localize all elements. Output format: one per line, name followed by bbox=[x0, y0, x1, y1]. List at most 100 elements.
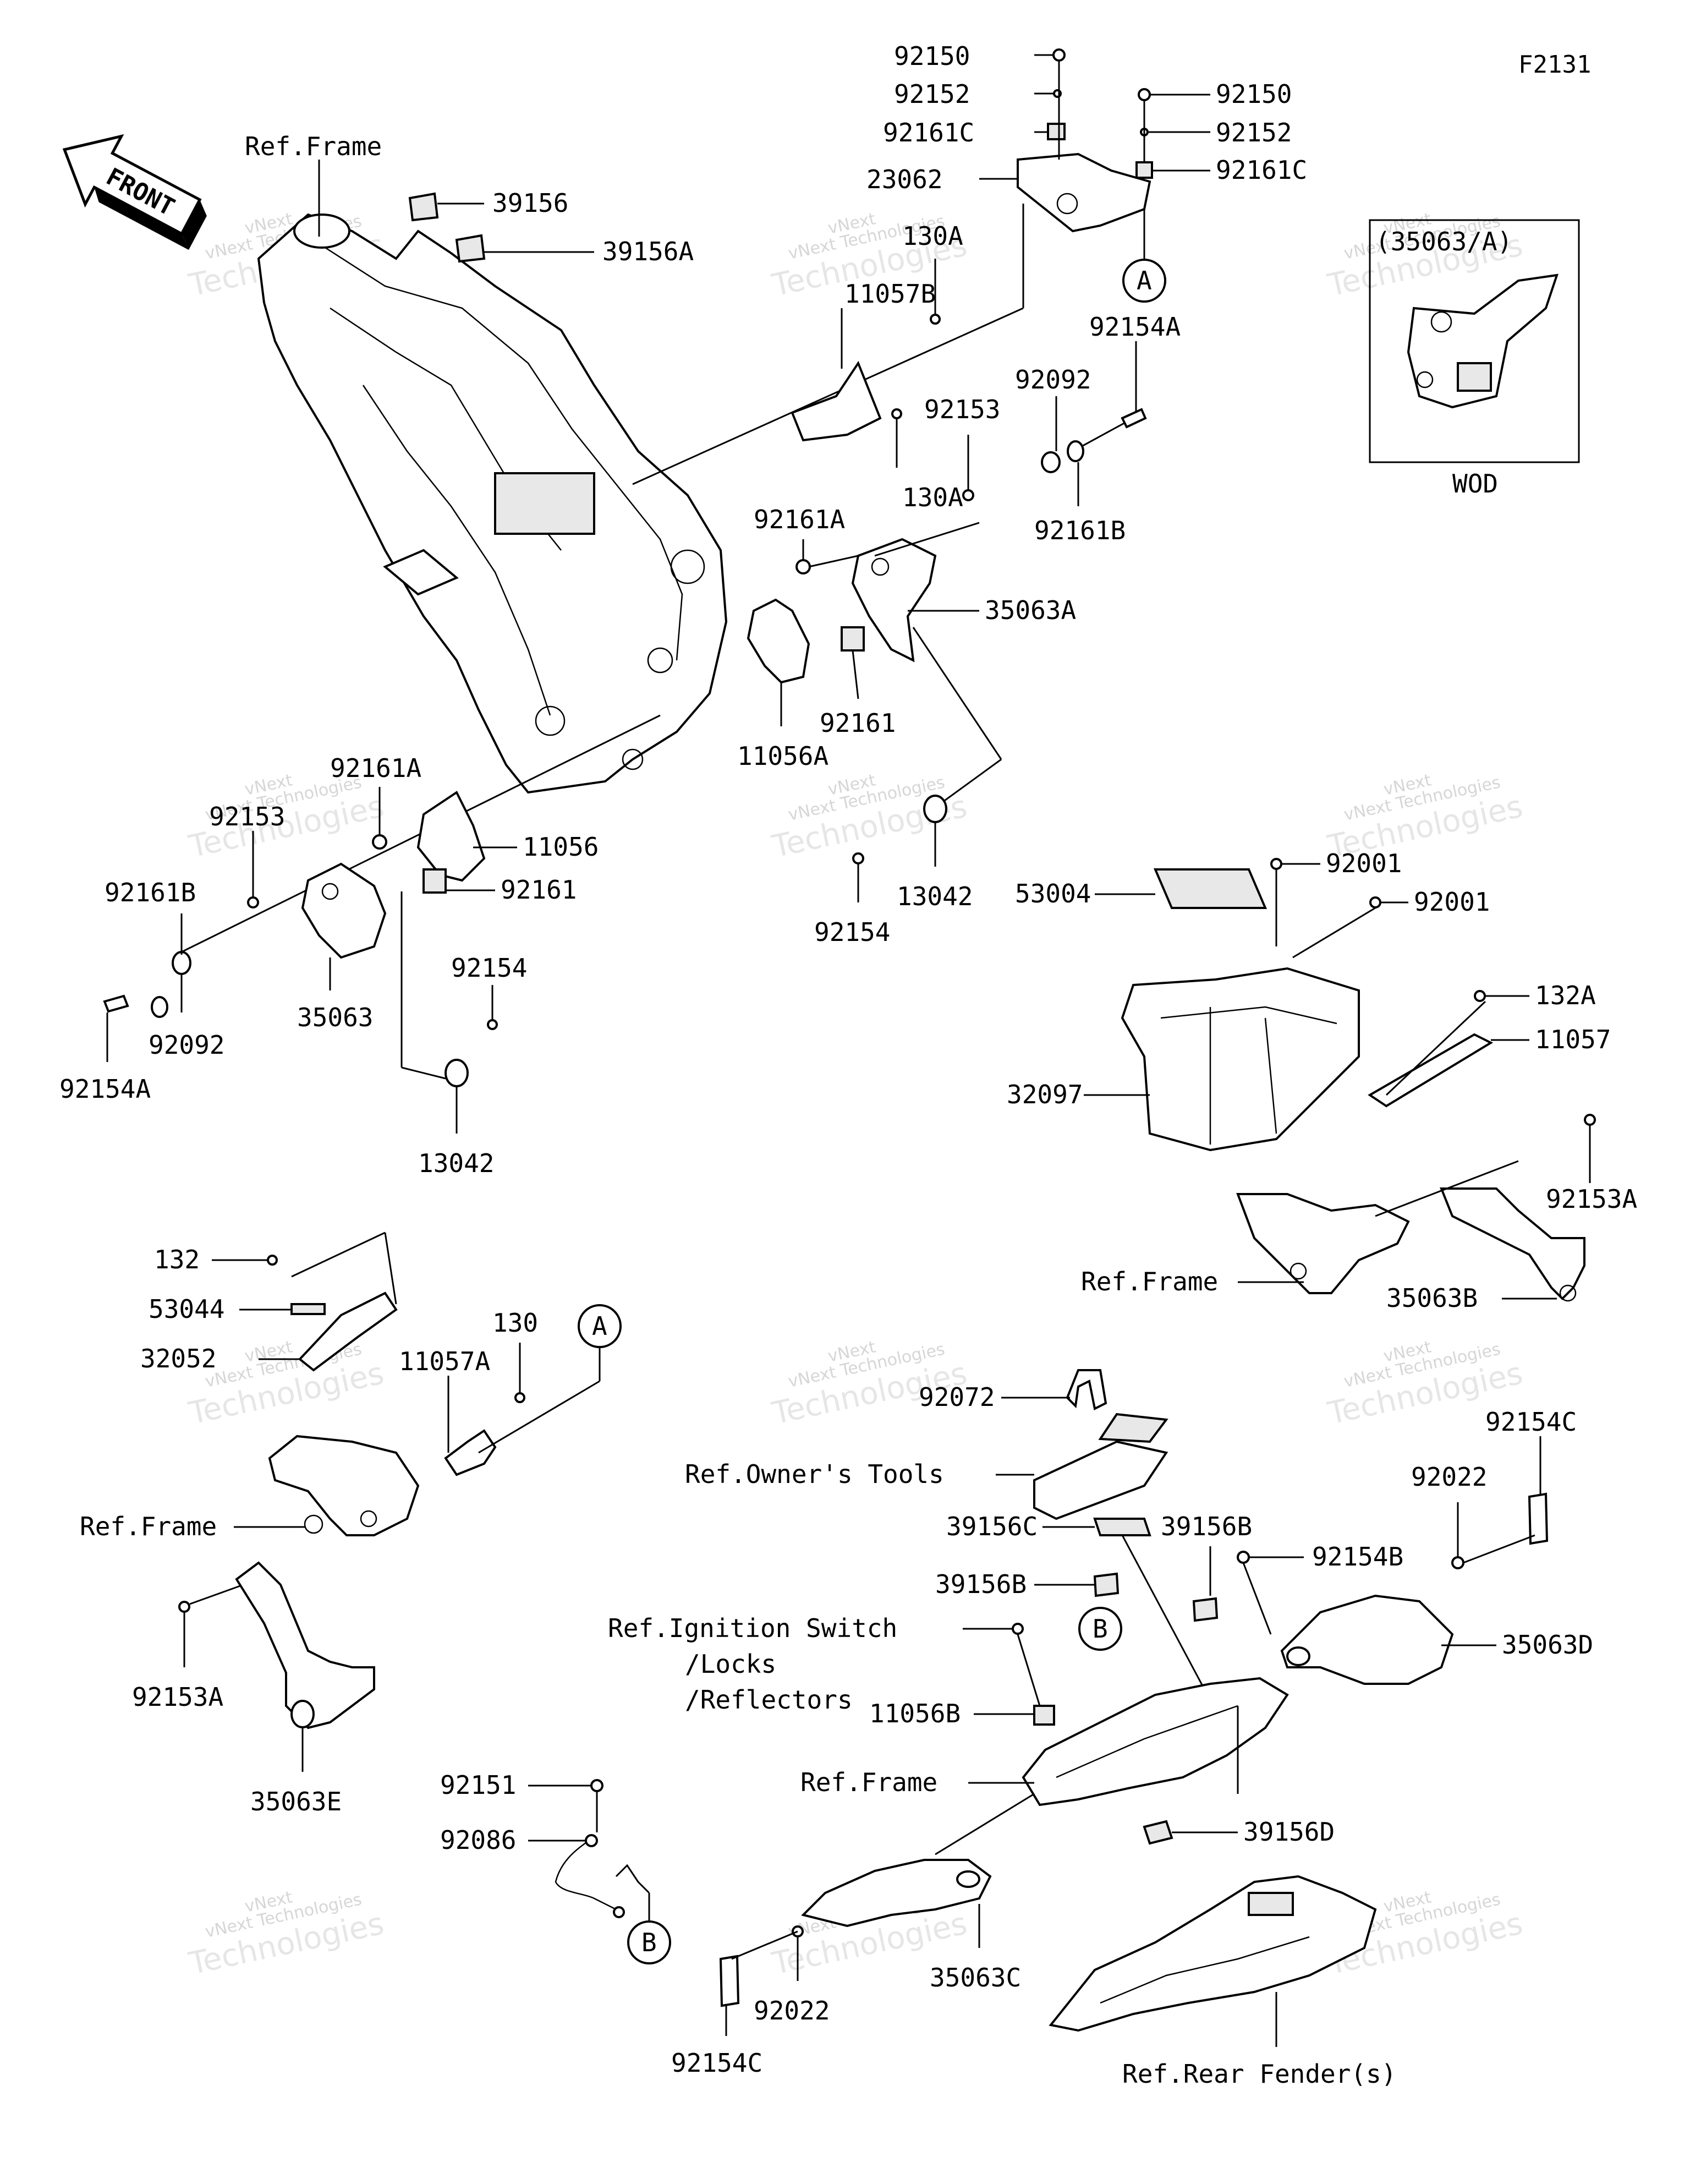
part-label: 92161A bbox=[330, 753, 421, 783]
bolt-92154c-part bbox=[719, 1955, 740, 2007]
frame-cross-member bbox=[494, 472, 595, 535]
callout-a bbox=[1122, 259, 1166, 303]
bolt-130-part bbox=[514, 1392, 525, 1403]
part-label: 35063A bbox=[985, 595, 1076, 625]
grab-rail-35063c-part bbox=[801, 1859, 992, 1928]
part-label: 39156B bbox=[1161, 1512, 1252, 1541]
bolt-92154-part bbox=[487, 1019, 498, 1030]
part-label: 92092 bbox=[149, 1030, 224, 1060]
part-label: 13042 bbox=[418, 1148, 494, 1178]
bolt-92150-part bbox=[1052, 48, 1066, 62]
damper-92161-part bbox=[841, 626, 865, 652]
owners-tools-part bbox=[1033, 1440, 1168, 1520]
inset-title: (35063/A) bbox=[1375, 227, 1512, 256]
pad-39156c-part bbox=[1093, 1518, 1151, 1536]
part-label: 92153 bbox=[209, 802, 285, 831]
front-arrow-icon: FRONT bbox=[62, 134, 207, 250]
part-label: Ref.Frame bbox=[245, 132, 382, 161]
bracket-11057b-part bbox=[791, 360, 882, 442]
part-label: 92150 bbox=[1216, 79, 1292, 109]
strap-11057-part bbox=[1368, 1033, 1494, 1108]
part-label: 92161A bbox=[754, 505, 845, 534]
part-label: 92022 bbox=[1411, 1462, 1487, 1492]
callout-b-lower bbox=[627, 1920, 671, 1964]
rear-fender-part bbox=[1049, 1875, 1377, 2032]
damper-92161b-part bbox=[1041, 451, 1061, 473]
inset-caption: WOD bbox=[1452, 469, 1498, 499]
callout-label: B bbox=[1093, 1614, 1108, 1644]
pad-39156b-part bbox=[1093, 1572, 1120, 1597]
part-label: 92001 bbox=[1326, 849, 1402, 878]
band-92072-part bbox=[1066, 1369, 1107, 1410]
pad-39156-part bbox=[408, 192, 439, 222]
damper-92161a-part bbox=[795, 559, 811, 574]
damper-92161b-part bbox=[172, 951, 191, 975]
part-label: 130A bbox=[902, 221, 963, 251]
part-label: 92154 bbox=[814, 917, 890, 947]
part-label: 92092 bbox=[1015, 365, 1091, 395]
holder-32052-part bbox=[298, 1291, 398, 1372]
part-label: 92150 bbox=[894, 41, 970, 71]
collar-13042-part bbox=[445, 1059, 469, 1087]
part-label: 130A bbox=[902, 483, 963, 512]
bolt-92153a-part bbox=[178, 1601, 190, 1613]
part-label: 92153A bbox=[132, 1682, 223, 1712]
pad-39156a-part bbox=[455, 234, 486, 263]
part-label: 11057A bbox=[399, 1346, 490, 1376]
part-label: 92001 bbox=[1414, 887, 1490, 917]
bolt-92151-part bbox=[590, 1779, 603, 1792]
part-label: Ref.Frame bbox=[1081, 1267, 1218, 1296]
bracket-35063-part bbox=[301, 862, 387, 959]
part-label: 11057 bbox=[1535, 1025, 1611, 1054]
bolt-92154b-part bbox=[1237, 1551, 1250, 1564]
part-label: 92152 bbox=[1216, 118, 1292, 147]
part-label: 132 bbox=[154, 1245, 200, 1274]
part-label: 92161C bbox=[1216, 155, 1307, 185]
frame-section-left-part bbox=[268, 1435, 420, 1536]
part-label: /Reflectors bbox=[685, 1685, 853, 1715]
part-label: /Locks bbox=[685, 1649, 776, 1679]
bolt-92154c-part bbox=[1528, 1492, 1549, 1545]
collar-92092-part bbox=[151, 996, 168, 1018]
bolt-130a-part bbox=[891, 408, 902, 419]
part-label: 92161B bbox=[105, 878, 196, 907]
part-label: 39156D bbox=[1243, 1817, 1335, 1847]
part-label: 92154C bbox=[1485, 1407, 1577, 1437]
part-label: 92154 bbox=[451, 953, 527, 983]
battery-case-32097-part bbox=[1121, 967, 1360, 1152]
inset-bolt-hole bbox=[1416, 371, 1434, 388]
bolt-92154a-part bbox=[103, 994, 129, 1013]
callout-a-lower bbox=[578, 1304, 622, 1348]
frame-steering-head bbox=[293, 214, 350, 249]
bolt-92153-part bbox=[962, 489, 974, 501]
bracket-35063a-part bbox=[851, 538, 937, 663]
frame-section-right-part bbox=[1236, 1193, 1410, 1294]
bolt-130a-part bbox=[930, 314, 941, 325]
part-label: 132A bbox=[1535, 981, 1596, 1010]
part-label: 92153A bbox=[1546, 1184, 1637, 1214]
part-label: 92151 bbox=[440, 1770, 516, 1800]
diagram-code: F2131 bbox=[1518, 51, 1591, 79]
part-label: 13042 bbox=[897, 882, 973, 911]
inset-bolt-hole bbox=[1430, 311, 1452, 333]
part-label: 35063E bbox=[250, 1787, 342, 1816]
part-label: 11057B bbox=[844, 279, 936, 309]
bolt-92154a-part bbox=[1121, 408, 1147, 429]
part-label: 130 bbox=[492, 1308, 538, 1338]
rear-frame-part bbox=[1022, 1677, 1289, 1807]
inset-frame bbox=[1369, 219, 1580, 463]
part-label: 39156B bbox=[935, 1569, 1027, 1599]
bracket-11057a-part bbox=[444, 1429, 497, 1476]
part-label: Ref.Ignition Switch bbox=[608, 1613, 897, 1643]
part-label: Ref.Frame bbox=[80, 1512, 217, 1541]
plate-11056b-part bbox=[1033, 1705, 1055, 1726]
part-label: 92161C bbox=[883, 118, 974, 147]
part-label: Ref.Rear Fender(s) bbox=[1122, 2059, 1397, 2089]
damper-92161c-part bbox=[1135, 161, 1153, 179]
part-label: 92161B bbox=[1034, 516, 1126, 545]
part-label: 92072 bbox=[919, 1382, 995, 1412]
bracket-23062-part bbox=[1017, 152, 1151, 233]
damper-92161c-part bbox=[1047, 123, 1066, 140]
part-label: 35063B bbox=[1386, 1283, 1478, 1313]
part-label: 39156A bbox=[602, 237, 694, 266]
